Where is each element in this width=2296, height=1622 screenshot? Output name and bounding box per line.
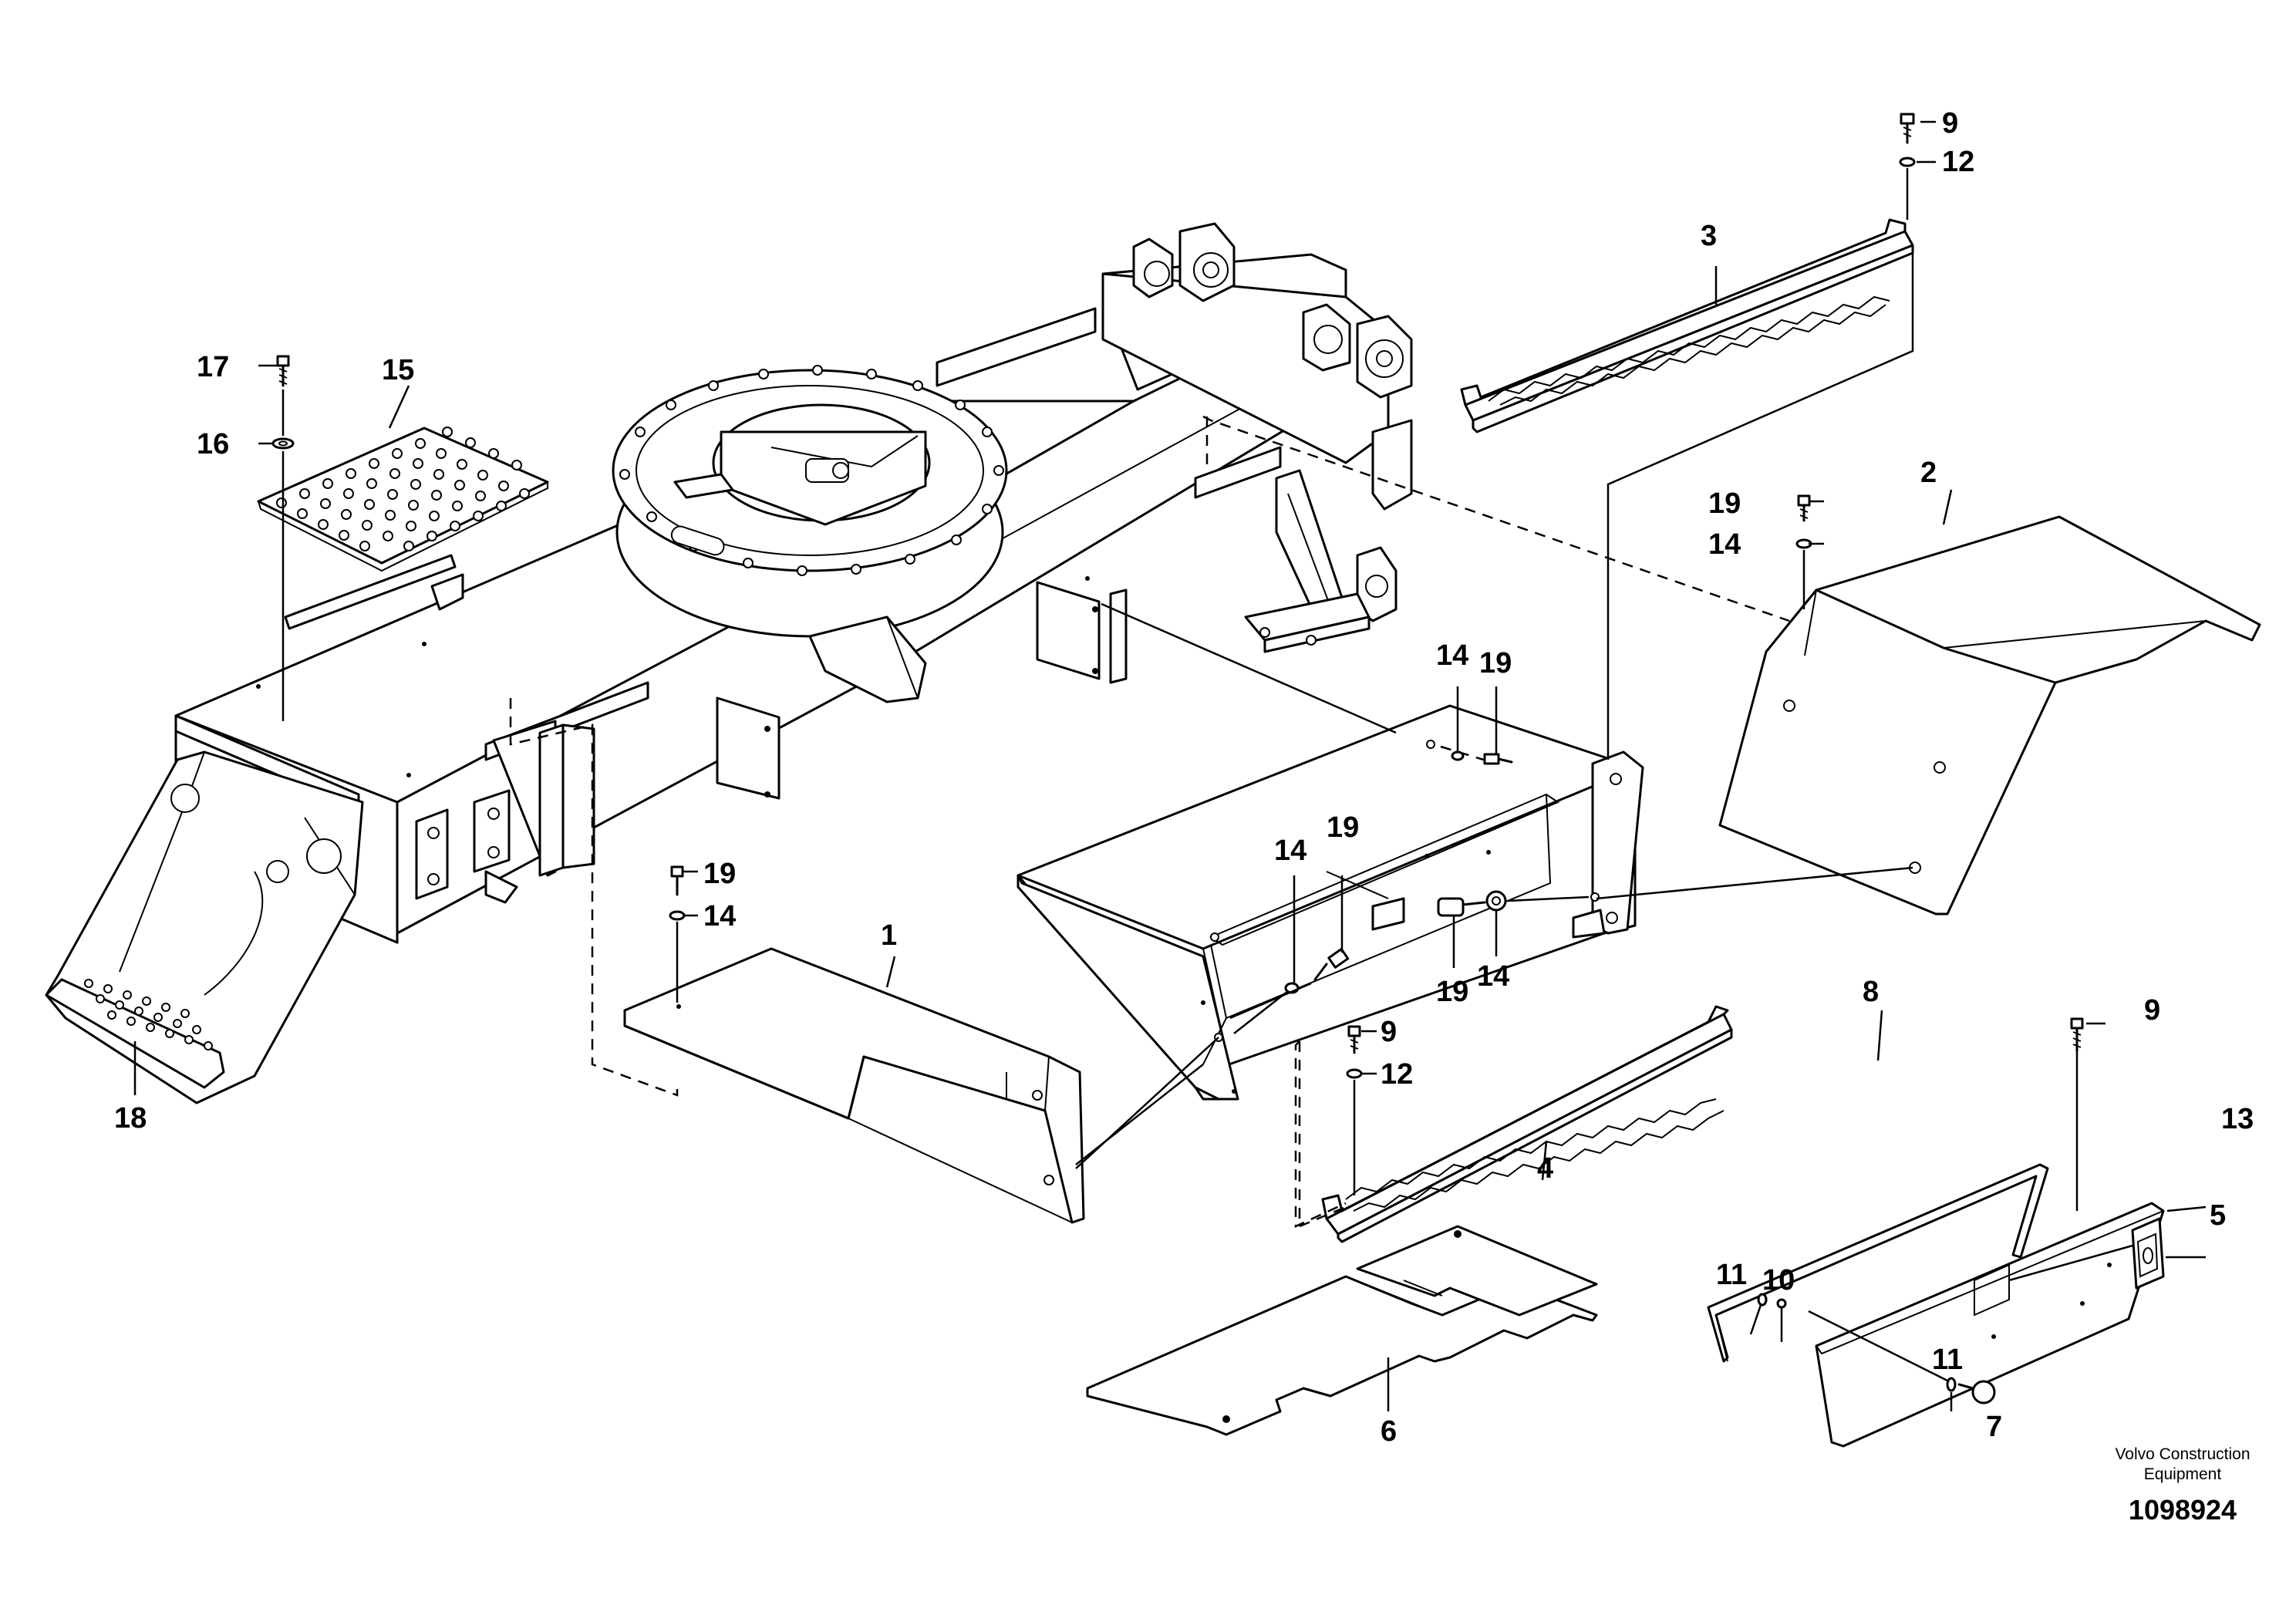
callout-leaders [133,120,2207,1411]
cover-fasteners [1749,1017,2133,1411]
screw-and-washer-right-fender [1795,494,1812,609]
slewing-ring [612,365,1008,638]
callout-14-box-top: 14 [1436,639,1468,672]
lower-step-rail [1321,1005,1733,1243]
screw-and-washer-left-fender [669,865,686,1003]
callout-6: 6 [1381,1415,1397,1448]
callout-7: 7 [1986,1411,2002,1443]
callout-14-box-side: 14 [1477,960,1509,993]
right-fender [1718,515,2261,916]
brand-line-1: Volvo Construction [2115,1445,2250,1463]
cover-panel [1815,1202,2165,1448]
callout-14-left-fender: 14 [703,900,736,932]
callout-19-left-fender: 19 [703,858,736,890]
callout-16: 16 [197,428,229,460]
battery-box-front-fasteners [1229,875,1350,1034]
callout-9-lower-rail: 9 [1381,1016,1397,1048]
callout-19-box-top: 19 [1479,647,1512,679]
install-line-rail-upper [1607,247,1914,760]
install-line-lower-rail [1298,1041,1347,1228]
floor-mat [1086,1225,1598,1436]
install-line-left-fender [509,698,679,1097]
perforated-plate [257,427,549,572]
footer-brand: Volvo Construction Equipment 1098924 [2115,1445,2250,1526]
callout-1: 1 [881,919,897,952]
upper-step-rail [1460,218,1914,433]
cover-latch [2131,1217,2165,1290]
step-perforations [84,979,213,1050]
battery-box-side-fasteners [1437,890,1600,968]
screw-and-washer-upper-rail [1899,113,1916,220]
front-step-bracket [45,750,364,1104]
callout-9-upper: 9 [1942,107,1958,140]
callout-13: 13 [2221,1103,2254,1135]
document-number: 1098924 [2129,1494,2237,1526]
rear-lug-right [1302,303,1413,399]
callout-19-box-side: 19 [1436,976,1468,1008]
install-line-lower-rail-2 [1294,1040,1347,1228]
callout-19-right-fender: 19 [1708,487,1741,520]
callout-3: 3 [1701,220,1717,252]
callout-11-left: 11 [1716,1259,1747,1291]
brand-line-2: Equipment [2144,1465,2222,1483]
callout-14-right-fender: 14 [1708,528,1741,561]
callout-15: 15 [382,354,414,386]
callout-12-lower-rail: 12 [1381,1058,1413,1091]
callout-5: 5 [2210,1199,2226,1232]
callout-19-box-front: 19 [1327,811,1359,844]
callout-10: 10 [1762,1264,1795,1297]
upper-frame [174,222,1413,944]
callout-2: 2 [1920,457,1937,489]
callout-9-cover: 9 [2144,994,2160,1027]
callout-12-upper: 12 [1942,146,1974,178]
callout-11-right: 11 [1932,1344,1963,1376]
battery-box [1017,704,1644,1101]
screw-and-washer-lower-rail [1346,1025,1363,1195]
callout-8: 8 [1863,976,1879,1008]
callout-18: 18 [114,1102,147,1135]
cover-seal-strip [1707,1163,2049,1363]
screw-and-washer-plate [271,355,295,721]
left-fender [623,947,1085,1224]
callout-labels: 1 2 3 4 5 6 7 8 9 9 9 10 11 11 12 12 13 … [114,107,2254,1448]
callout-4: 4 [1537,1152,1553,1185]
rear-lug-left [1132,222,1236,302]
callout-17: 17 [197,351,229,383]
callout-14-box-front: 14 [1274,835,1306,867]
install-line-right-fender [1202,415,1790,622]
battery-box-top-fasteners [1426,686,1513,765]
